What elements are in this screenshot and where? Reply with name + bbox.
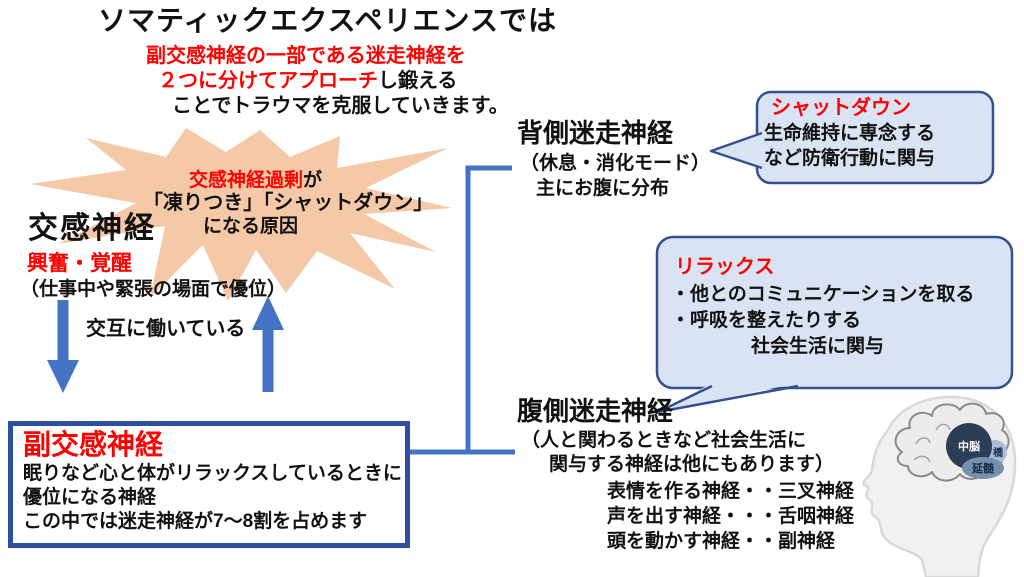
intro-line-2-red: ２つに分けてアプローチ (158, 70, 378, 92)
shutdown-bubble-shape (709, 90, 995, 185)
shutdown-bubble-line-2: など防衛行動に関与 (764, 148, 936, 169)
parasympathetic-line-3: この中では迷走神経が7～8割を占めます (23, 511, 368, 532)
head-silhouette: 中脳 橋 延髄 (862, 395, 1017, 577)
nerve-list-item: 頭を動かす神経・・副神経 (607, 531, 836, 552)
ventral-vagal-line-1: （人と関わるときなど社会生活に (521, 430, 807, 451)
parasympathetic-title: 副交感神経 (23, 429, 164, 460)
relax-bubble-line-2: ・呼吸を整えたりする (671, 310, 862, 331)
intro-line-3: ことでトラウマを克服していきます。 (172, 95, 509, 117)
alternating-label: 交互に働いている (86, 318, 246, 340)
nerve-list-item: 表情を作る神経・・三叉神経 (607, 481, 855, 502)
pons-label: 橋 (993, 446, 1004, 459)
dorsal-vagal-line-2: 主にお腹に分布 (536, 178, 670, 199)
connector-line (408, 165, 515, 455)
relax-bubble-shape (655, 235, 1014, 414)
main-title: ソマティックエクスペリエンスでは (98, 5, 557, 36)
up-arrow-icon (252, 296, 284, 392)
starburst-line-1-black: が (303, 170, 323, 191)
starburst-line-1-red: 交感神経過剰 (189, 170, 304, 191)
down-arrow-icon (47, 300, 79, 393)
shutdown-bubble-title: シャットダウン (771, 97, 911, 119)
relax-bubble-title: リラックス (675, 256, 775, 278)
parasympathetic-line-2: 優位になる神経 (23, 487, 157, 508)
sympathetic-note: （仕事中や緊張の場面で優位） (20, 279, 287, 300)
sympathetic-state: 興奮・覚醒 (27, 252, 132, 275)
medulla-label: 延髄 (971, 461, 995, 475)
intro-line-2-black: し鍛える (378, 70, 458, 92)
relax-bubble-line-1: ・他とのコミュニケーションを取る (671, 284, 975, 305)
starburst-line-3: になる原因 (203, 216, 299, 237)
medulla-ellipse (962, 457, 1004, 479)
midbrain-label: 中脳 (958, 439, 980, 453)
nerve-list-item: 声を出す神経・・・舌咽神経 (607, 506, 855, 527)
relax-bubble-line-3: 社会生活に関与 (751, 336, 885, 357)
dorsal-vagal-line-1: （休息・消化モード） (520, 153, 711, 174)
sympathetic-title: 交感神経 (28, 212, 156, 245)
shutdown-bubble-line-1: 生命維持に専念する (764, 123, 936, 144)
intro-line-1: 副交感神経の一部である迷走神経を (146, 45, 466, 67)
starburst-line-2: 「凍りつき」「シャットダウン」 (143, 192, 434, 214)
ventral-vagal-line-2: 関与する神経は他にもあります） (549, 454, 835, 475)
dorsal-vagal-title: 背側迷走神経 (517, 118, 674, 148)
intro-line-2: ２つに分けてアプローチし鍛える (158, 70, 457, 93)
parasympathetic-line-1: 眠りなど心と体がリラックスしているときに (23, 463, 402, 484)
starburst-shape (30, 128, 452, 301)
parasympathetic-box: 副交感神経 眠りなど心と体がリラックスしているときに 優位になる神経 この中では… (8, 421, 410, 548)
ventral-vagal-title: 腹側迷走神経 (517, 396, 674, 426)
starburst-line-1: 交感神経過剰が (189, 170, 322, 192)
